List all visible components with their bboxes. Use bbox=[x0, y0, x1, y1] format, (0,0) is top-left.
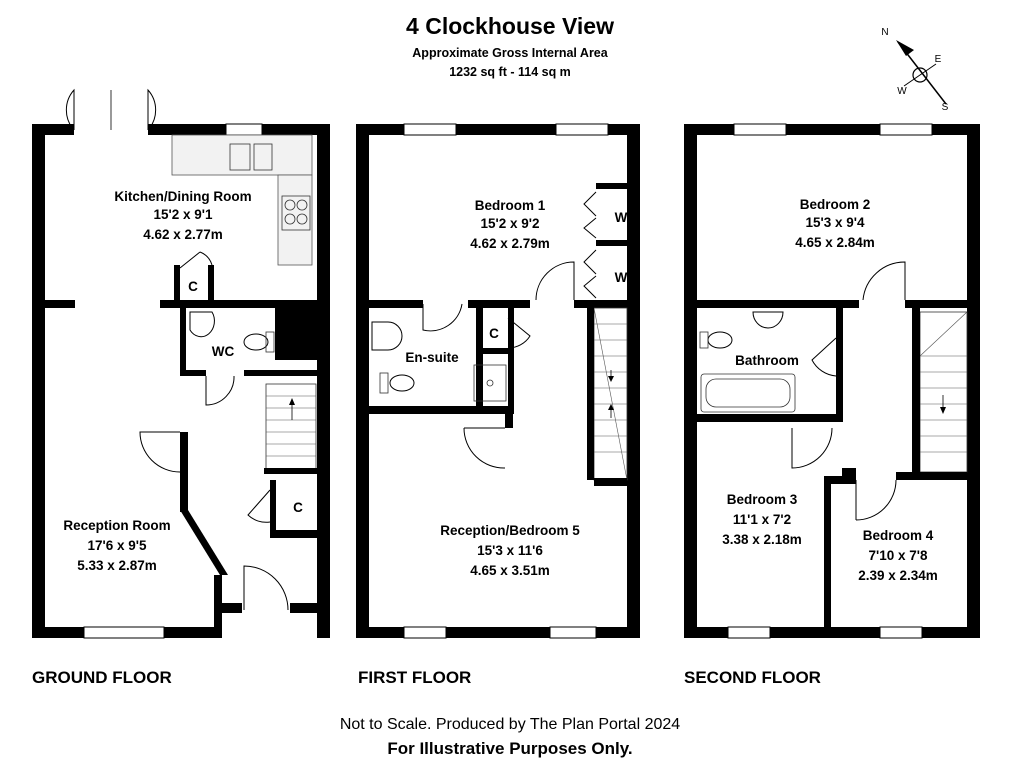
bedroom4-name: Bedroom 4 bbox=[863, 528, 934, 543]
ensuite-label: En-suite bbox=[405, 350, 459, 365]
page-title: 4 Clockhouse View bbox=[406, 13, 614, 39]
reception5-name: Reception/Bedroom 5 bbox=[440, 523, 580, 538]
first-floor-plan: Bedroom 1 15'2 x 9'2 4.62 x 2.79m W W C … bbox=[356, 123, 640, 639]
bedroom4-imperial: 7'10 x 7'8 bbox=[869, 548, 928, 563]
first-floor-label: FIRST FLOOR bbox=[358, 668, 471, 687]
wardrobe-2-label: W bbox=[615, 270, 628, 285]
bedroom1-metric: 4.62 x 2.79m bbox=[470, 236, 550, 251]
kitchen-imperial: 15'2 x 9'1 bbox=[154, 207, 213, 222]
area-subtitle: Approximate Gross Internal Area bbox=[412, 46, 608, 60]
wc-label: WC bbox=[212, 344, 235, 359]
compass-s: S bbox=[942, 102, 949, 113]
compass-w: W bbox=[897, 86, 907, 97]
kitchen-metric: 4.62 x 2.77m bbox=[143, 227, 223, 242]
footer-disclaimer: For Illustrative Purposes Only. bbox=[387, 739, 632, 758]
bedroom3-metric: 3.38 x 2.18m bbox=[722, 532, 802, 547]
bedroom4-metric: 2.39 x 2.34m bbox=[858, 568, 938, 583]
reception-imperial: 17'6 x 9'5 bbox=[88, 538, 147, 553]
reception5-metric: 4.65 x 3.51m bbox=[470, 563, 550, 578]
compass-e: E bbox=[935, 54, 942, 65]
ground-floor-label: GROUND FLOOR bbox=[32, 668, 172, 687]
reception5-imperial: 15'3 x 11'6 bbox=[477, 543, 543, 558]
bedroom2-metric: 4.65 x 2.84m bbox=[795, 235, 875, 250]
bedroom1-name: Bedroom 1 bbox=[475, 198, 546, 213]
bedroom3-imperial: 11'1 x 7'2 bbox=[733, 512, 791, 527]
area-value: 1232 sq ft - 114 sq m bbox=[449, 65, 571, 79]
bathroom-label: Bathroom bbox=[735, 353, 799, 368]
compass-icon: N E W S bbox=[881, 27, 948, 113]
ground-floor-plan: Kitchen/Dining Room 15'2 x 9'1 4.62 x 2.… bbox=[32, 88, 330, 639]
bedroom3-name: Bedroom 3 bbox=[727, 492, 798, 507]
bedroom2-imperial: 15'3 x 9'4 bbox=[806, 215, 865, 230]
footer-note: Not to Scale. Produced by The Plan Porta… bbox=[340, 716, 680, 733]
second-floor-plan: Bedroom 2 15'3 x 9'4 4.65 x 2.84m Bathro… bbox=[684, 123, 980, 639]
bedroom1-imperial: 15'2 x 9'2 bbox=[481, 216, 540, 231]
kitchen-name: Kitchen/Dining Room bbox=[114, 189, 251, 204]
first-cupboard-label: C bbox=[489, 326, 499, 341]
bedroom2-name: Bedroom 2 bbox=[800, 197, 871, 212]
second-floor-label: SECOND FLOOR bbox=[684, 668, 821, 687]
wardrobe-1-label: W bbox=[615, 210, 628, 225]
reception-name: Reception Room bbox=[63, 518, 170, 533]
reception-metric: 5.33 x 2.87m bbox=[77, 558, 157, 573]
ground-cupboard-1-label: C bbox=[188, 279, 198, 294]
ground-cupboard-2-label: C bbox=[293, 500, 303, 515]
compass-n: N bbox=[881, 27, 888, 38]
